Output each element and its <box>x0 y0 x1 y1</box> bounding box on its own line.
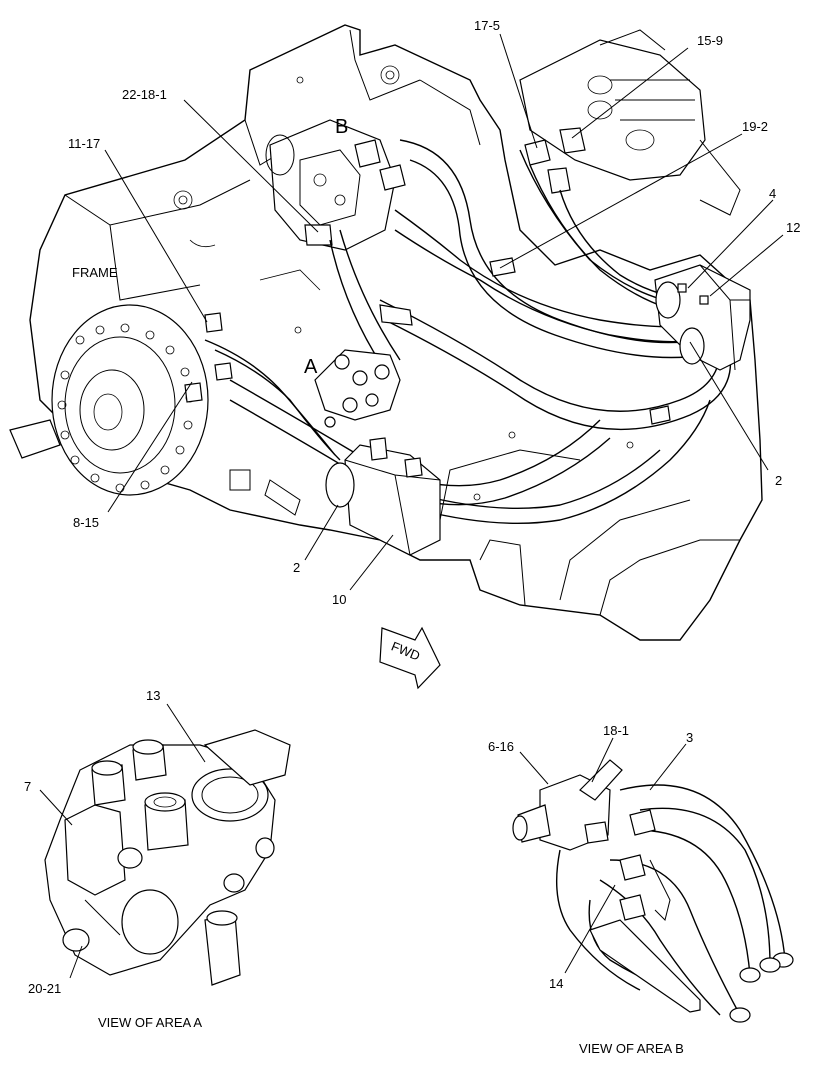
view-a-leader-lines <box>39 703 206 979</box>
main-leader-lines <box>104 33 784 591</box>
callout-17-5: 17-5 <box>474 18 500 33</box>
view-b-caption: VIEW OF AREA B <box>579 1041 684 1056</box>
callout-3: 3 <box>686 730 693 745</box>
callout-10: 10 <box>332 592 346 607</box>
callout-22-18-1: 22-18-1 <box>122 87 167 102</box>
callout-11-17: 11-17 <box>68 136 100 151</box>
view-b-leader-lines <box>519 737 687 974</box>
callout-14: 14 <box>549 976 563 991</box>
callout-13: 13 <box>146 688 160 703</box>
forward-arrow-icon <box>379 626 441 690</box>
callout-2-right: 2 <box>775 473 782 488</box>
view-area-b-drawing <box>512 759 794 1023</box>
frame-label: FRAME <box>72 265 118 280</box>
area-a-marker: A <box>304 356 318 378</box>
callout-2-left: 2 <box>293 560 300 575</box>
callout-19-2: 19-2 <box>742 119 768 134</box>
callout-8-15: 8-15 <box>73 515 99 530</box>
callout-15-9: 15-9 <box>697 33 723 48</box>
view-area-a-drawing <box>44 729 291 986</box>
callout-6-16: 6-16 <box>488 739 514 754</box>
callout-7: 7 <box>24 779 31 794</box>
view-a-caption: VIEW OF AREA A <box>98 1015 202 1030</box>
callout-12: 12 <box>786 220 800 235</box>
callout-20-21: 20-21 <box>28 981 61 996</box>
callout-18-1: 18-1 <box>603 723 629 738</box>
callout-4: 4 <box>769 186 776 201</box>
main-frame-drawing <box>9 24 763 641</box>
area-b-marker: B <box>335 116 348 138</box>
